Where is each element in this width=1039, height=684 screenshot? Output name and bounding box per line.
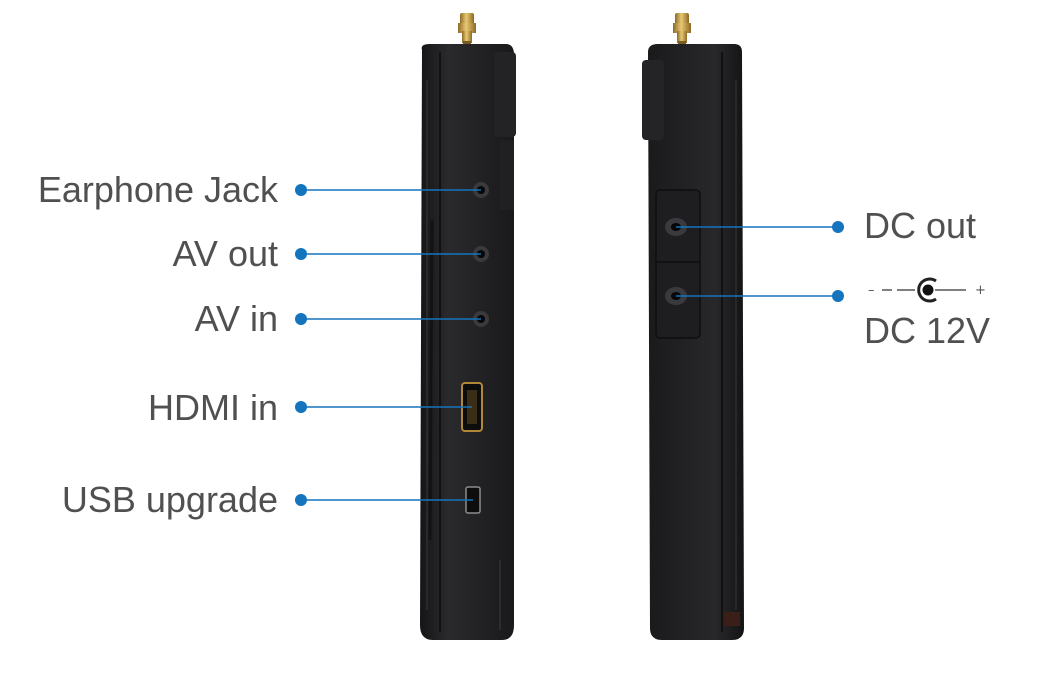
polarity-positive-sign: + xyxy=(975,283,986,298)
right-device-side-view xyxy=(642,13,744,640)
callout-usb-upgrade xyxy=(295,494,473,506)
callout-av-in xyxy=(295,313,481,325)
label-hdmi-in: HDMI in xyxy=(147,387,278,428)
label-dc-out: DC out xyxy=(864,205,977,246)
callout-hdmi-in xyxy=(295,401,472,413)
callout-earphone-jack xyxy=(295,184,481,196)
polarity-negative-sign: – xyxy=(868,283,875,298)
left-device-side-view xyxy=(420,13,516,640)
label-earphone-jack: Earphone Jack xyxy=(37,169,278,210)
sma-antenna-connector-left xyxy=(458,13,476,46)
center-positive-polarity-icon xyxy=(882,277,966,303)
label-av-out: AV out xyxy=(172,233,278,274)
callout-dc-12v xyxy=(676,290,844,302)
label-usb-upgrade: USB upgrade xyxy=(61,479,278,520)
label-dc-12v: DC 12V xyxy=(864,310,991,351)
callout-av-out xyxy=(295,248,481,260)
label-av-in: AV in xyxy=(194,298,278,339)
callout-dc-out xyxy=(676,221,844,233)
callout-lines xyxy=(295,184,844,506)
sma-antenna-connector-right xyxy=(673,13,691,46)
